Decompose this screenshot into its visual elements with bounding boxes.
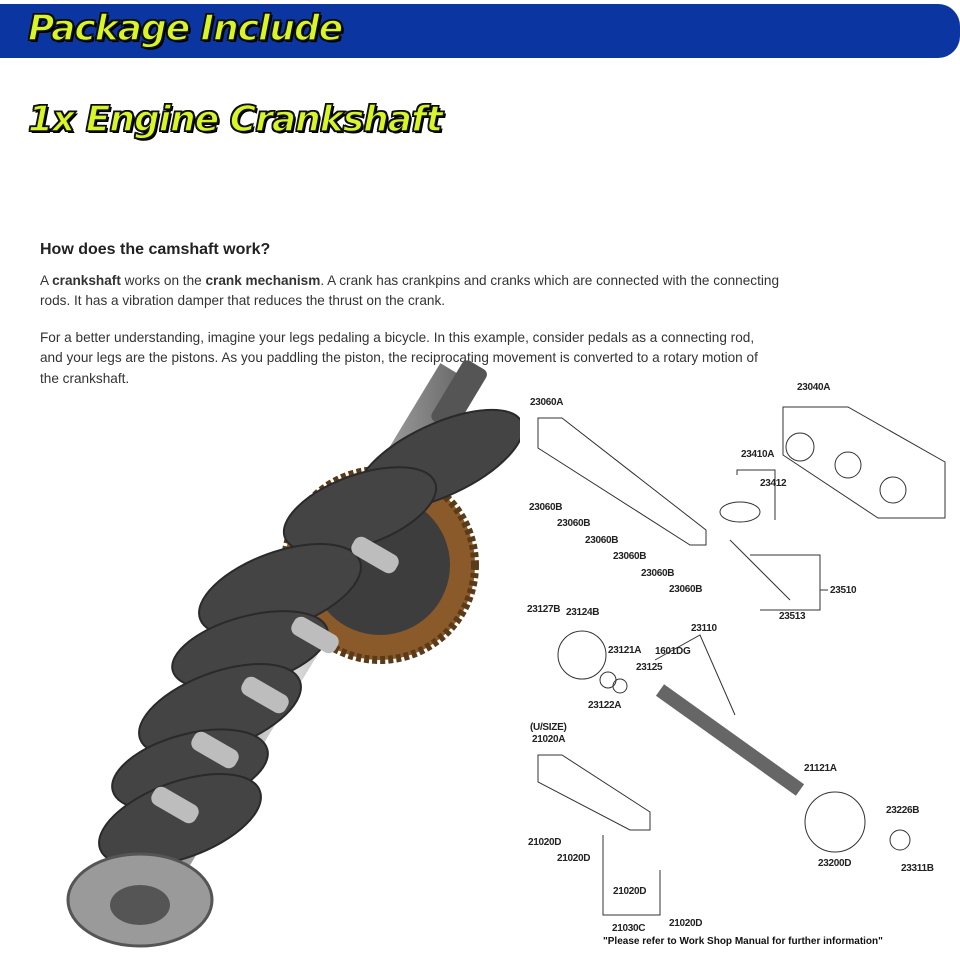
part-label: 23311B <box>901 863 934 874</box>
part-label: 1601DG <box>655 646 691 657</box>
part-label: 23513 <box>779 611 806 622</box>
part-label: 21020D <box>557 853 591 864</box>
part-label: 23060B <box>641 568 675 579</box>
part-label: 23200D <box>818 858 852 869</box>
part-label: (U/SIZE) <box>530 722 567 733</box>
part-label: 23060A <box>530 397 564 408</box>
part-label: 21020D <box>669 918 703 929</box>
part-label: 23412 <box>760 478 787 489</box>
part-label: 23127B <box>527 604 561 615</box>
part-label: 23060B <box>529 502 563 513</box>
part-label: 21020D <box>613 886 647 897</box>
article-heading: How does the camshaft work? <box>40 241 271 258</box>
part-label: 23060B <box>613 551 647 562</box>
part-label: 23226B <box>886 805 920 816</box>
diagram-note: "Please refer to Work Shop Manual for fu… <box>603 936 883 947</box>
part-label: 23510 <box>830 585 857 596</box>
part-label: 21020A <box>532 734 566 745</box>
article-paragraph-1: A crankshaft works on the crank mechanis… <box>40 272 780 309</box>
part-label: 23040A <box>797 382 831 393</box>
article-paragraph-2: For a better understanding, imagine your… <box>40 329 758 386</box>
part-label: 23125 <box>636 662 663 673</box>
crankshaft-photo <box>66 360 520 948</box>
crankshaft-body <box>66 360 520 948</box>
part-label: 23124B <box>566 607 600 618</box>
part-label: 21020D <box>528 837 562 848</box>
part-label: 21030C <box>612 923 646 934</box>
package-item: 1x Engine Crankshaft <box>27 98 443 141</box>
article: How does the camshaft work? A crankshaft… <box>40 240 780 405</box>
part-label: 23410A <box>741 449 775 460</box>
part-label: 23060B <box>557 518 591 529</box>
banner-title: Package Include <box>27 7 344 50</box>
part-label: 23122A <box>588 700 622 711</box>
part-label: 23121A <box>608 645 642 656</box>
part-label: 23060B <box>585 535 619 546</box>
part-label: 21121A <box>804 763 837 774</box>
header-banner <box>0 4 960 58</box>
part-label: 23110 <box>691 623 717 634</box>
part-label: 23060B <box>669 584 703 595</box>
